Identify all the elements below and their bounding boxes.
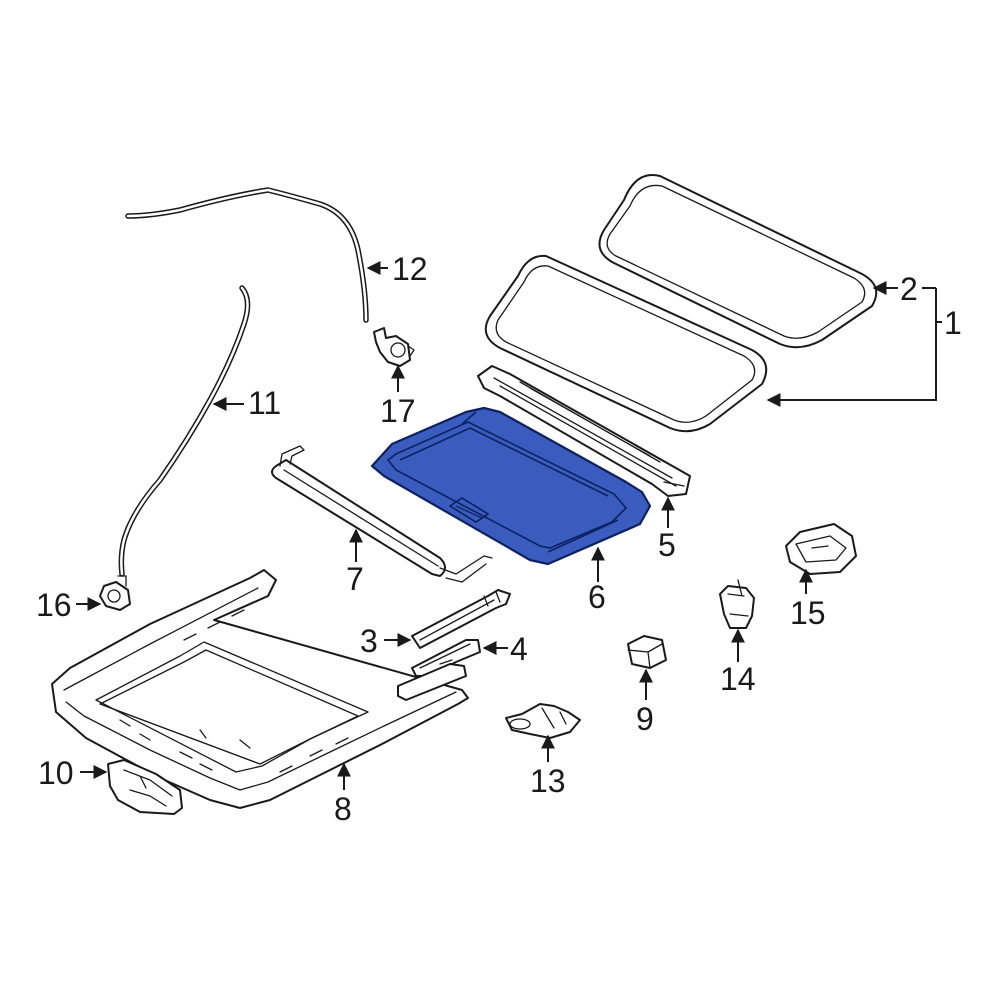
clip-14[interactable] xyxy=(719,579,755,629)
wind-deflector[interactable] xyxy=(477,365,691,497)
callout-6: 6 xyxy=(588,579,606,615)
leader-lines xyxy=(76,261,942,790)
callout-4: 4 xyxy=(510,631,528,667)
motor-10[interactable] xyxy=(107,759,183,815)
front-glass-panel[interactable] xyxy=(484,254,768,433)
bump-stop-9[interactable] xyxy=(627,635,667,669)
callout-15: 15 xyxy=(790,595,826,631)
callout-13: 13 xyxy=(530,763,566,799)
drain-valve-upper[interactable] xyxy=(373,327,415,367)
sunshade-highlighted[interactable] xyxy=(370,406,652,566)
callout-3: 3 xyxy=(360,623,378,659)
callout-16: 16 xyxy=(36,587,72,623)
drain-hose-left[interactable] xyxy=(118,285,251,577)
guide-rail-3[interactable] xyxy=(411,589,511,649)
callout-17: 17 xyxy=(380,393,416,429)
callout-7: 7 xyxy=(346,561,364,597)
callout-9: 9 xyxy=(636,701,654,737)
callout-1: 1 xyxy=(944,305,962,341)
slider-mechanism-4[interactable] xyxy=(397,639,481,701)
callout-11: 11 xyxy=(248,385,281,421)
callout-8: 8 xyxy=(334,791,352,827)
callout-labels: 1 2 12 11 17 5 6 7 3 4 9 14 15 13 8 10 1… xyxy=(36,251,962,827)
drain-valve-lower[interactable] xyxy=(99,575,131,611)
callout-10: 10 xyxy=(38,755,74,791)
sunroof-frame[interactable] xyxy=(51,569,469,809)
callout-12: 12 xyxy=(392,251,428,287)
drain-hose-upper[interactable] xyxy=(125,187,369,323)
callout-5: 5 xyxy=(658,527,676,563)
rear-crossbar[interactable] xyxy=(271,445,493,583)
callout-2: 2 xyxy=(900,271,918,307)
bracket-15[interactable] xyxy=(785,523,857,575)
bracket-13[interactable] xyxy=(505,703,581,739)
callout-14: 14 xyxy=(720,661,756,697)
